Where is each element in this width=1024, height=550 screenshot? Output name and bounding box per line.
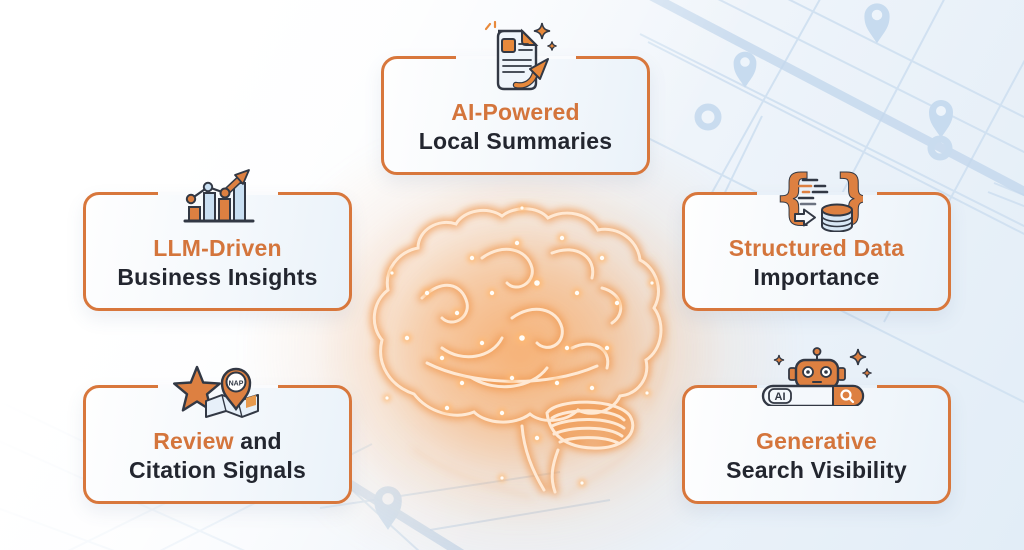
bar-chart-trend-icon: [183, 169, 254, 223]
card-title: Generative Search Visibility: [689, 427, 944, 485]
card-title-line1: Review and: [153, 427, 282, 454]
card-title-line2: Importance: [753, 263, 880, 290]
document-sparkle-icon: [484, 20, 557, 91]
robot-search-icon: AI: [761, 347, 872, 406]
card-ai-powered-local-summaries: AI-Powered Local Summaries: [381, 20, 650, 175]
glowing-brain-illustration: [352, 204, 669, 499]
card-title-line2: Citation Signals: [129, 456, 306, 483]
card-title: Structured Data Importance: [689, 234, 944, 292]
nap-pin-label: NAP: [228, 381, 243, 388]
card-title-line1: LLM-Driven: [153, 234, 282, 261]
card-border-gap: [756, 192, 877, 195]
card-title-line2: Business Insights: [117, 263, 318, 290]
card-title-line1: AI-Powered: [451, 98, 580, 125]
card-review-citation-signals: NAP Review and Citation Signals: [83, 365, 352, 504]
card-llm-driven-business-insights: LLM-Driven Business Insights: [83, 169, 352, 311]
ai-search-label: AI: [774, 391, 785, 403]
card-title: AI-Powered Local Summaries: [388, 98, 643, 156]
card-title-line1: Structured Data: [728, 234, 905, 261]
card-title-line1: Generative: [756, 427, 877, 454]
card-title: Review and Citation Signals: [90, 427, 345, 485]
map-pin-icon: [864, 3, 890, 44]
card-title-line2: Search Visibility: [726, 456, 907, 483]
magnifier-icon: [839, 389, 852, 401]
card-structured-data-importance: { } Structured Data Importance: [682, 164, 951, 311]
card-border-gap: [157, 192, 278, 195]
code-database-icon: { }: [772, 164, 863, 232]
card-generative-search-visibility: AI Generative Search Visibility: [682, 347, 951, 504]
star-map-pin-icon: NAP: [172, 365, 259, 418]
card-title-line2: Local Summaries: [418, 127, 613, 154]
card-title: LLM-Driven Business Insights: [90, 234, 345, 292]
map-pin-icon: [929, 100, 953, 138]
